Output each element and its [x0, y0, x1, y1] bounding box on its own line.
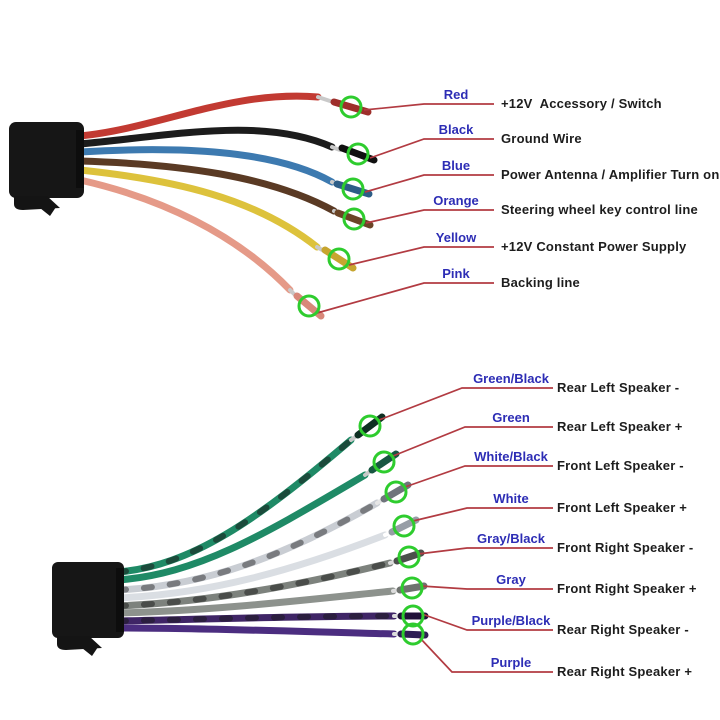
wire-name-green: Green — [492, 410, 530, 425]
ring-green-black — [358, 414, 382, 438]
ring-yellow — [327, 247, 351, 271]
wire-gray-black — [114, 549, 425, 610]
wire-name-purple-black: Purple/Black — [471, 613, 551, 628]
power-connector — [9, 122, 84, 216]
ring-purple — [401, 622, 425, 646]
leader-pink — [316, 282, 494, 314]
wire-name-blue: Blue — [441, 158, 471, 173]
wire-purple-black — [114, 612, 429, 625]
wire-desc-green: Rear Left Speaker + — [557, 419, 683, 434]
ring-white — [392, 514, 416, 538]
terminal-rings — [297, 95, 425, 646]
wire-desc-gray-black: Front Right Speaker - — [557, 540, 694, 555]
wire-name-white: White — [493, 491, 529, 506]
wire-name-white-black: White/Black — [474, 449, 548, 464]
wire-purple — [114, 624, 429, 639]
wire-name-yellow: Yellow — [435, 230, 477, 245]
leader-gray — [420, 585, 553, 590]
leader-yellow — [348, 246, 494, 266]
wire-red — [76, 92, 372, 140]
leader-red — [363, 103, 494, 111]
wire-name-orange: Orange — [433, 193, 479, 208]
leader-white-black — [404, 465, 553, 488]
wire-name-gray: Gray — [496, 572, 526, 587]
wire-desc-red: +12V Accessory / Switch — [501, 96, 662, 111]
ring-blue — [341, 177, 365, 201]
leader-white — [412, 507, 553, 522]
wire-name-red: Red — [443, 87, 469, 102]
ring-red — [339, 95, 363, 119]
leader-purple — [419, 637, 553, 673]
leader-gray-black — [417, 547, 553, 555]
wire-name-black: Black — [438, 122, 474, 137]
wire-name-gray-black: Gray/Black — [477, 531, 545, 546]
wire-gray — [114, 582, 428, 617]
ring-white-black — [384, 480, 408, 504]
wire-desc-white: Front Left Speaker + — [557, 500, 688, 515]
leader-black — [369, 138, 494, 159]
wire-desc-white-black: Front Left Speaker - — [557, 458, 684, 473]
wire-desc-green-black: Rear Left Speaker - — [557, 380, 680, 395]
ring-green — [372, 450, 396, 474]
wire-desc-pink: Backing line — [501, 275, 580, 290]
ring-pink — [297, 294, 321, 318]
wire-desc-black: Ground Wire — [501, 131, 582, 146]
leader-lines-power — [316, 103, 494, 314]
wire-yellow — [76, 166, 357, 272]
wire-desc-gray: Front Right Speaker + — [557, 581, 697, 596]
speaker-connector — [52, 562, 124, 656]
wire-desc-purple-black: Rear Right Speaker - — [557, 622, 689, 637]
leader-purple-black — [421, 613, 553, 631]
wire-desc-orange: Steering wheel key control line — [501, 202, 698, 217]
ring-gray-black — [397, 545, 421, 569]
ring-black — [346, 142, 370, 166]
leader-green — [392, 426, 553, 457]
wire-name-pink: Pink — [442, 266, 470, 281]
wire-name-green-black: Green/Black — [473, 371, 549, 386]
wire-desc-purple: Rear Right Speaker + — [557, 664, 693, 679]
wire-name-purple: Purple — [490, 655, 532, 670]
ring-purple-black — [401, 604, 425, 628]
wire-pink — [76, 176, 325, 320]
wire-desc-blue: Power Antenna / Amplifier Turn on — [501, 167, 720, 182]
wire-desc-yellow: +12V Constant Power Supply — [501, 239, 687, 254]
leader-blue — [364, 174, 494, 193]
leader-orange — [365, 209, 494, 224]
ring-orange — [342, 207, 366, 231]
ring-gray — [400, 576, 424, 600]
leader-green-black — [378, 387, 553, 421]
leader-lines-speaker — [378, 387, 553, 673]
